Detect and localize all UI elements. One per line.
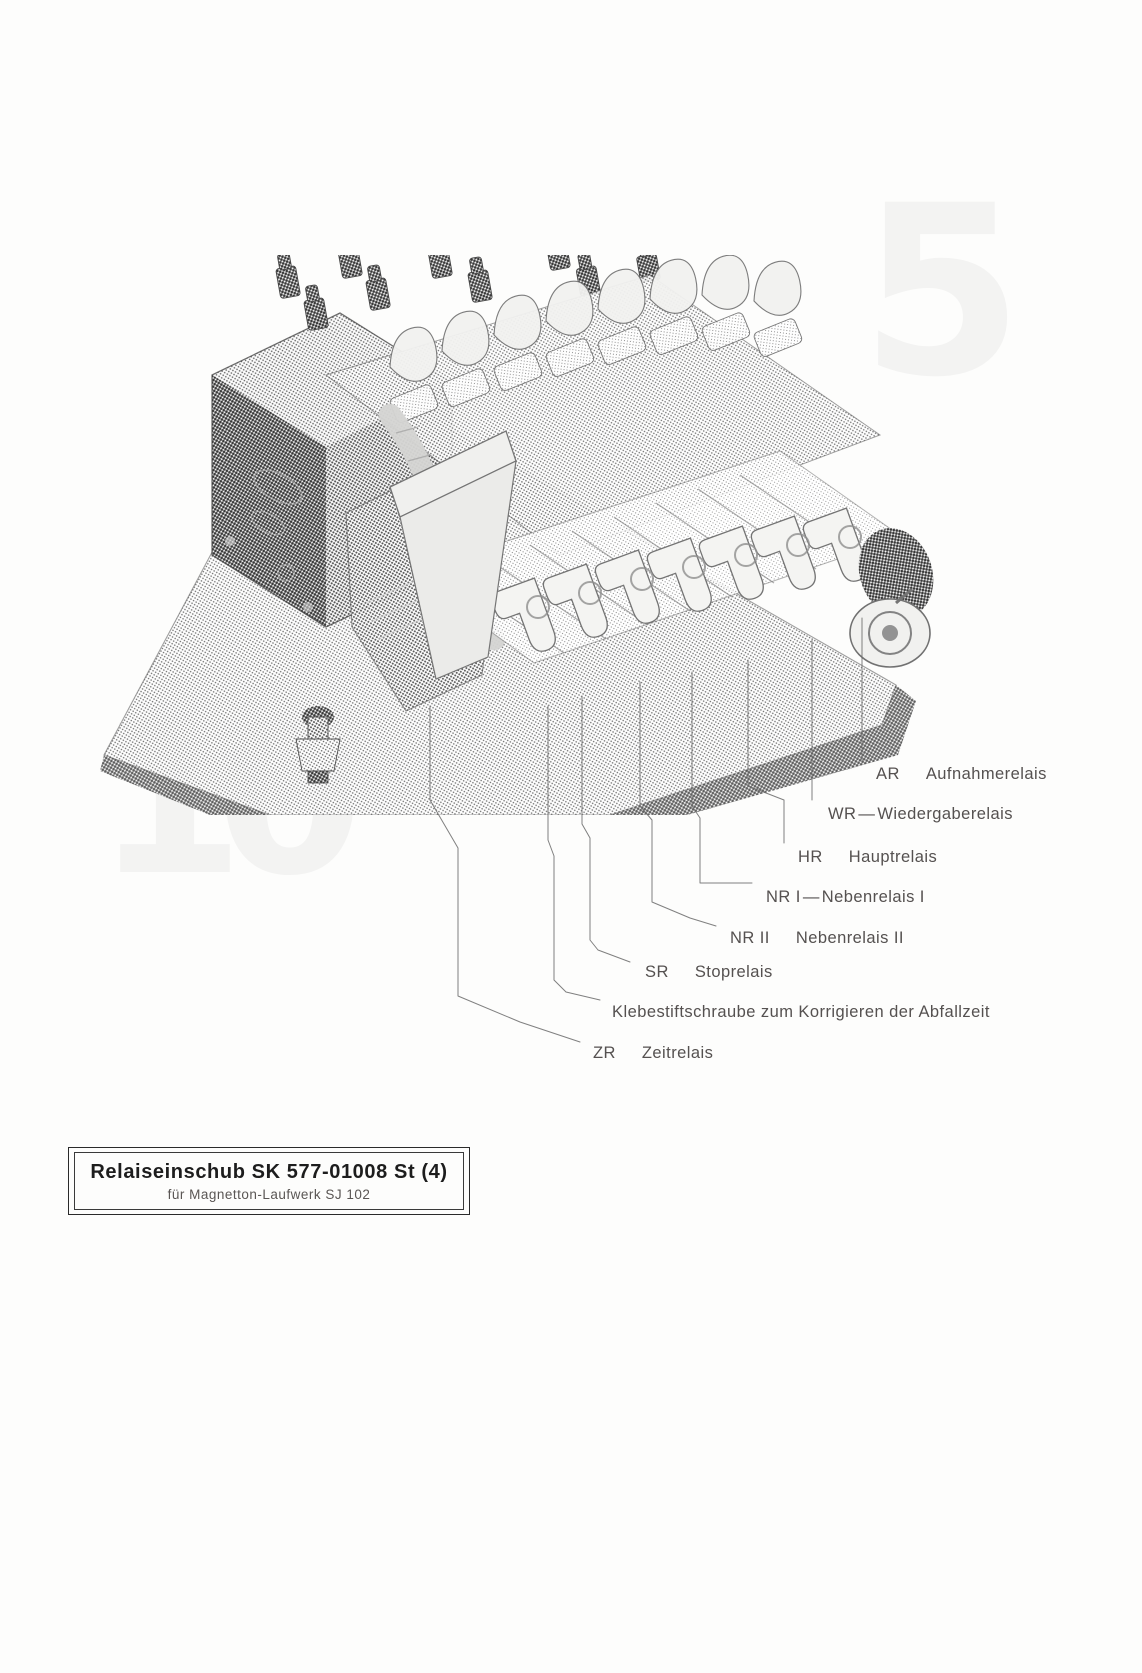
callout-sr: SR Stoprelais	[645, 963, 773, 982]
callout-nr2-abbr: NR II	[730, 929, 770, 947]
callout-nr2-text: Nebenrelais II	[795, 929, 904, 947]
callout-wr: WR—Wiedergaberelais	[828, 805, 1013, 824]
caption-subtitle: für Magnetton-Laufwerk SJ 102	[167, 1186, 371, 1202]
callout-hr-text: Hauptrelais	[848, 848, 938, 866]
callout-zr-abbr: ZR	[593, 1044, 616, 1062]
relay-coil-bank	[389, 255, 803, 423]
callout-sr-abbr: SR	[645, 963, 669, 981]
caption-title: Relaiseinschub SK 577-01008 St (4)	[90, 1160, 448, 1183]
callout-hr: HR Hauptrelais	[798, 848, 937, 867]
callout-nr2: NR II Nebenrelais II	[730, 929, 904, 948]
relay-module-svg	[90, 255, 970, 815]
callout-sr-text: Stoprelais	[694, 963, 773, 981]
front-lever-bar	[389, 430, 517, 680]
callout-nr1: NR I—Nebenrelais I	[766, 888, 925, 907]
adjustment-drum	[849, 528, 934, 668]
callout-hr-abbr: HR	[798, 848, 823, 866]
callout-nr1-separator: —	[802, 888, 820, 906]
callout-nr1-abbr: NR I	[766, 888, 801, 906]
callout-klebestift: Klebestiftschraube zum Korrigieren der A…	[612, 1003, 990, 1022]
callout-wr-abbr: WR	[828, 805, 857, 823]
callout-ar: AR Aufnahmerelais	[876, 765, 1047, 784]
plunger-knob	[295, 706, 341, 784]
callout-nr1-text: Nebenrelais I	[821, 888, 925, 906]
callout-wr-separator: —	[858, 805, 876, 823]
terminal-posts	[275, 255, 661, 331]
caption-inner-frame: Relaiseinschub SK 577-01008 St (4) für M…	[74, 1152, 464, 1210]
callout-zr-text: Zeitrelais	[641, 1044, 714, 1062]
callout-klebestift-text: Klebestiftschraube zum Korrigieren der A…	[612, 1003, 990, 1021]
callout-zr: ZR Zeitrelais	[593, 1044, 713, 1063]
caption-box: Relaiseinschub SK 577-01008 St (4) für M…	[68, 1147, 470, 1215]
armature-levers	[490, 507, 868, 652]
callout-ar-abbr: AR	[876, 765, 900, 783]
callout-wr-text: Wiedergaberelais	[877, 805, 1013, 823]
relay-module-illustration	[90, 255, 970, 815]
callout-ar-text: Aufnahmerelais	[925, 765, 1047, 783]
